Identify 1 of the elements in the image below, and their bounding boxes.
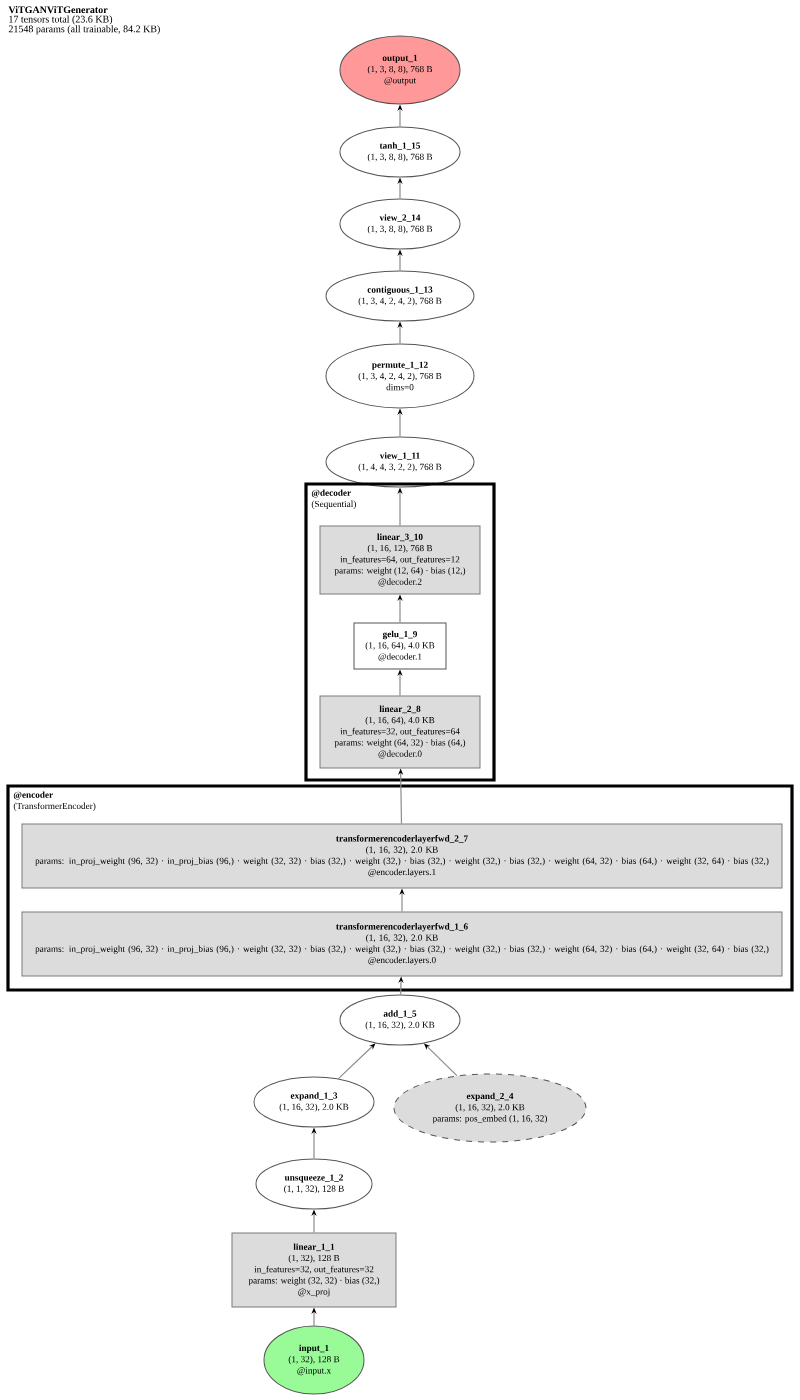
arrow (337, 1043, 376, 1080)
